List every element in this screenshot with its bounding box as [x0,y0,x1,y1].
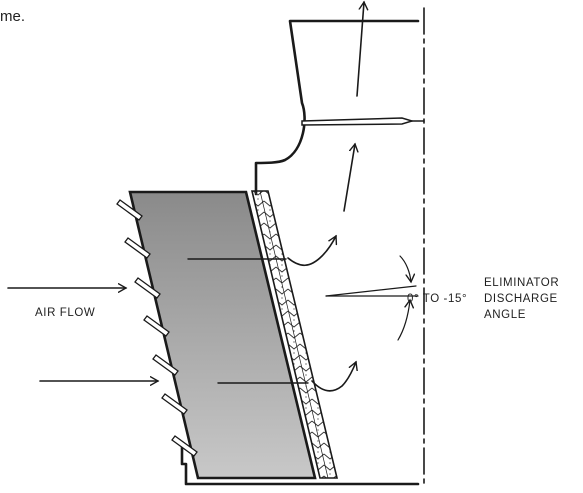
louver [116,199,143,221]
louver [143,315,170,337]
angle-range-label: 0° TO -15° [407,293,467,305]
basin-outline [180,444,420,486]
air-flow-label: AIR FLOW [35,307,95,319]
discharge-arrow-upper [287,236,336,267]
inlet-louvers [116,199,198,457]
wet-coil [128,190,317,480]
louver [161,393,188,415]
louver [124,237,151,259]
airflow-up-arrow-middle [343,144,355,212]
caption-fragment: me. [0,8,25,25]
louver [152,354,179,376]
fan-stack-outline [254,19,420,196]
eliminator-center [259,190,329,479]
angle-reference-sloped [325,285,417,297]
airflow-up-arrow-top [356,2,364,97]
discharge-arrow-lower [311,362,356,392]
louver [134,277,161,299]
eliminator-label-line2: DISCHARGE [484,293,558,305]
angle-arc-upper [399,255,411,282]
angle-arc-lower [397,300,410,341]
eliminator-label-line1: ELIMINATOR [484,277,559,289]
louver [171,435,198,457]
eliminator-label-line3: ANGLE [484,309,526,321]
baffle-blade [301,117,415,126]
